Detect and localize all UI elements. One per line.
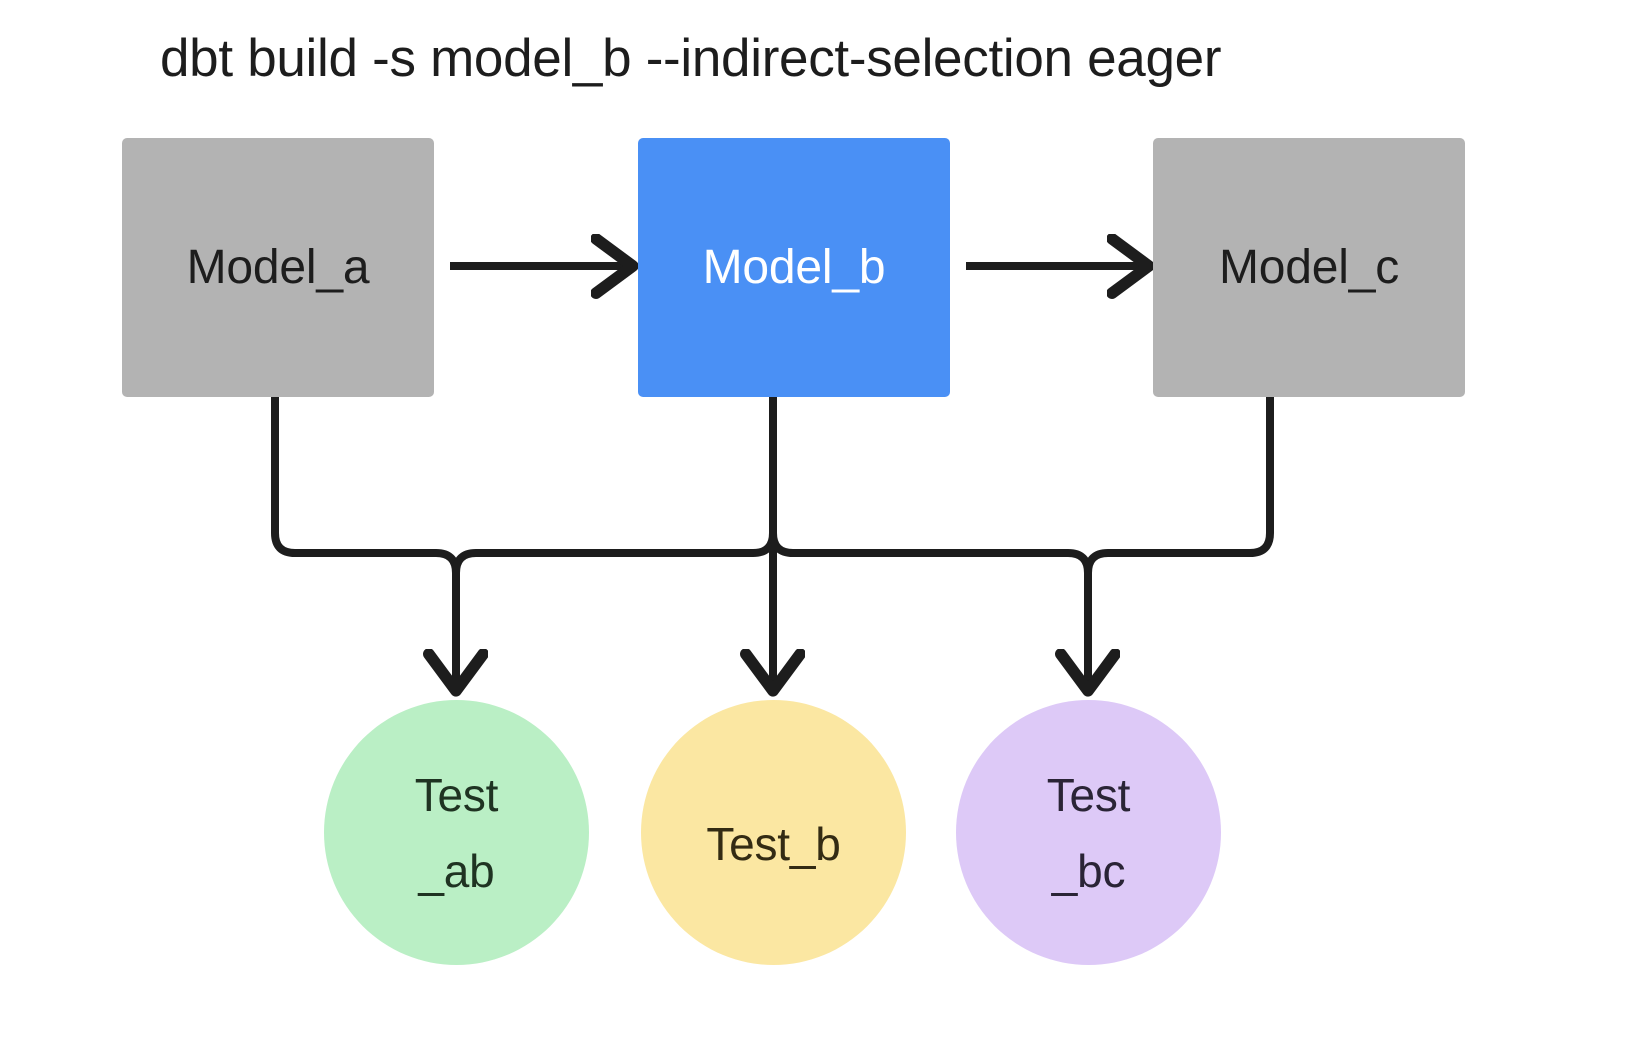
model-b-label: Model_b [702,240,886,294]
edge-model-b-to-test-bc [769,397,1092,686]
test-bc-label: Test _bc [1046,768,1131,897]
model-node-model-c[interactable]: Model_c [1153,138,1465,397]
model-node-model-a[interactable]: Model_a [122,138,434,397]
edge-model-b-to-test-ab [452,397,777,686]
test-node-test-b[interactable]: Test_b [641,700,906,965]
edge-model-c-to-test-bc [1088,397,1274,686]
test-node-test-ab[interactable]: Test _ab [324,700,589,965]
model-c-label: Model_c [1218,240,1400,294]
test-ab-label: Test _ab [414,768,499,897]
edge-model-a-to-test-ab [271,397,456,686]
model-a-label: Model_a [186,240,370,294]
test-node-test-bc[interactable]: Test _bc [956,700,1221,965]
model-node-model-b[interactable]: Model_b [638,138,950,397]
test-b-label: Test_b [706,817,841,870]
diagram-title: dbt build -s model_b --indirect-selectio… [160,29,1222,88]
